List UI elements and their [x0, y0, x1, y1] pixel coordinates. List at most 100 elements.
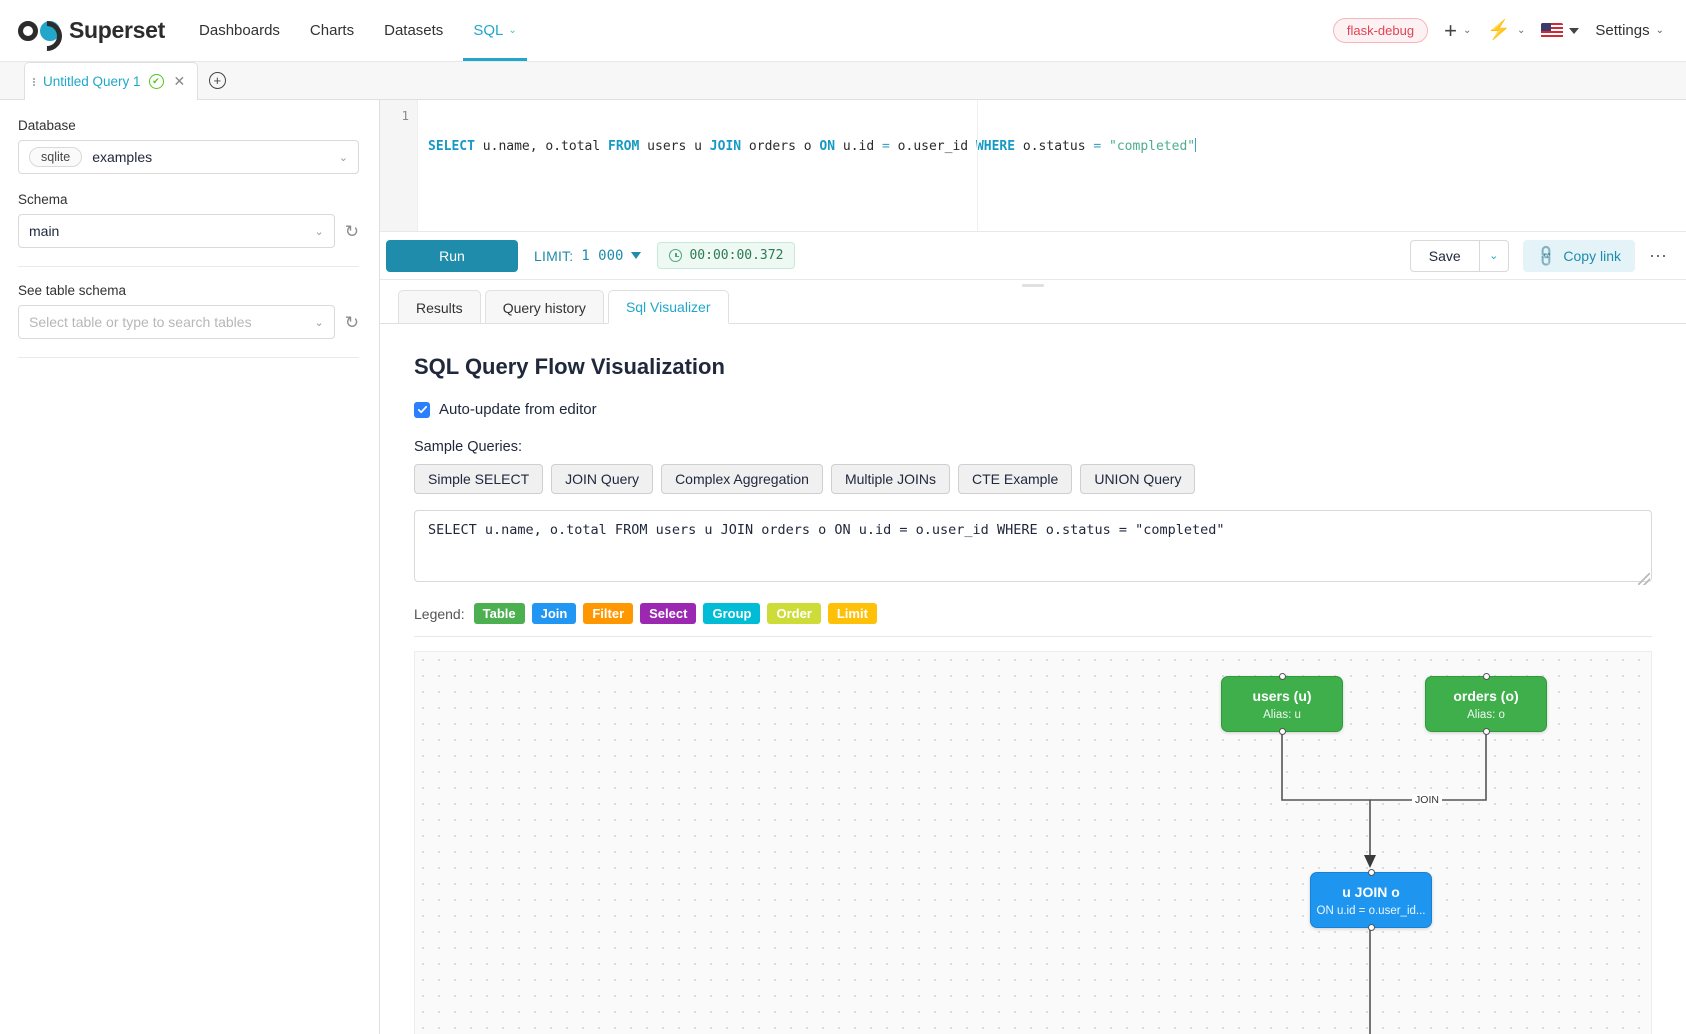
right-panel: 1 SELECT u.name, o.total FROM users u JO… [380, 100, 1686, 1034]
query-tab-untitled-query-1[interactable]: Untitled Query 1 ✔ ✕ [24, 62, 199, 100]
legend-chip-limit: Limit [827, 603, 877, 624]
query-flow-canvas[interactable]: users (u) Alias: u orders (o) Alias: o J… [414, 651, 1652, 1034]
table-schema-label: See table schema [18, 283, 127, 298]
sample-button-union-query[interactable]: UNION Query [1080, 464, 1196, 494]
refresh-tables-icon[interactable]: ↻ [344, 312, 359, 332]
tab-results[interactable]: Results [398, 290, 481, 324]
add-query-tab-button[interactable]: + [198, 61, 236, 99]
triangle-down-icon [1569, 27, 1580, 34]
nav-item-datasets[interactable]: Datasets [384, 0, 443, 61]
sql-token: JOIN [709, 139, 742, 154]
left-sidebar: Database sqlite examples ⌄ Schema main ⌄… [0, 100, 380, 1034]
save-dropdown-button[interactable]: ⌄ [1478, 239, 1509, 272]
node-title-join: u JOIN o [1342, 884, 1400, 901]
language-selector[interactable] [1541, 23, 1580, 38]
sql-token: o.user_id [889, 139, 976, 154]
sidebar-divider-2 [18, 357, 359, 358]
result-tab-bar: Results Query history Sql Visualizer [380, 290, 1686, 324]
legend-chip-filter: Filter [583, 603, 634, 624]
node-subtitle-orders: Alias: o [1467, 708, 1505, 721]
legend-row: Legend: Table Join Filter Select Group O… [414, 603, 1652, 637]
flow-node-join[interactable]: u JOIN o ON u.id = o.user_id... [1310, 869, 1432, 931]
us-flag-icon [1541, 23, 1564, 38]
top-navigation-bar: Superset Dashboards Charts Datasets SQL … [0, 0, 1686, 62]
nav-item-dashboards[interactable]: Dashboards [199, 0, 280, 61]
database-selected-value: examples [92, 149, 153, 165]
editor-code-area[interactable]: SELECT u.name, o.total FROM users u JOIN… [418, 100, 1686, 231]
close-icon[interactable]: ✕ [173, 73, 186, 89]
node-handle-bottom[interactable] [1278, 728, 1286, 735]
textarea-resize-grip-icon[interactable] [1638, 573, 1650, 585]
chevron-down-icon: ⌄ [1655, 25, 1664, 36]
chevron-down-icon: ⌄ [1517, 25, 1526, 36]
legend-chip-order: Order [767, 603, 821, 624]
sql-token: u.id [835, 139, 883, 154]
sql-token: u.name, o.total [474, 139, 609, 154]
sql-input-textarea[interactable] [414, 510, 1652, 582]
sample-button-cte-example[interactable]: CTE Example [957, 464, 1073, 494]
tab-sql-visualizer[interactable]: Sql Visualizer [607, 290, 729, 324]
database-select[interactable]: sqlite examples ⌄ [18, 140, 359, 174]
schema-select[interactable]: main ⌄ [18, 214, 335, 248]
nav-label-dashboards: Dashboards [199, 22, 280, 39]
table-select-placeholder: Select table or type to search tables [29, 314, 252, 330]
line-number: 1 [401, 108, 409, 123]
node-title-users: users (u) [1252, 688, 1312, 705]
table-select[interactable]: Select table or type to search tables ⌄ [18, 305, 335, 339]
sql-editor[interactable]: 1 SELECT u.name, o.total FROM users u JO… [380, 100, 1686, 231]
body-split: Database sqlite examples ⌄ Schema main ⌄… [0, 100, 1686, 1034]
copy-link-button[interactable]: 🔗 Copy link [1522, 239, 1635, 272]
node-handle-top[interactable] [1278, 673, 1286, 680]
flow-node-orders[interactable]: orders (o) Alias: o [1425, 673, 1547, 735]
auto-update-checkbox[interactable] [414, 401, 430, 418]
node-handle-bottom[interactable] [1367, 924, 1375, 931]
refresh-schema-icon[interactable]: ↻ [344, 221, 359, 241]
chevron-down-icon: ⌄ [338, 151, 348, 164]
auto-update-checkbox-row[interactable]: Auto-update from editor [414, 401, 1652, 418]
nav-item-sql[interactable]: SQL ⌄ [463, 0, 528, 61]
limit-dropdown[interactable]: LIMIT: 1 000 [534, 247, 642, 264]
database-label: Database [18, 118, 76, 133]
node-handle-top[interactable] [1482, 673, 1490, 680]
query-tab-strip: Untitled Query 1 ✔ ✕ + [0, 62, 1686, 100]
sample-button-simple-select[interactable]: Simple SELECT [414, 464, 544, 494]
save-button[interactable]: Save [1409, 239, 1479, 272]
limit-value: 1 000 [581, 247, 624, 264]
more-options-icon[interactable]: ⋯ [1649, 245, 1668, 266]
tab-query-history[interactable]: Query history [484, 290, 604, 324]
schema-selected-value: main [29, 223, 60, 239]
sample-button-join-query[interactable]: JOIN Query [551, 464, 654, 494]
text-caret [1195, 138, 1197, 152]
sample-button-complex-aggregation[interactable]: Complex Aggregation [661, 464, 823, 494]
sql-token: FROM [608, 139, 640, 154]
node-handle-top[interactable] [1367, 869, 1375, 876]
edge-label-join: JOIN [1412, 794, 1442, 806]
check-circle-icon: ✔ [148, 74, 164, 89]
panel-resize-handle[interactable] [380, 280, 1686, 290]
nav-item-charts[interactable]: Charts [310, 0, 354, 61]
run-button[interactable]: Run [386, 239, 518, 272]
sql-visualizer-panel: SQL Query Flow Visualization Auto-update… [380, 324, 1686, 1034]
drag-handle-icon[interactable] [33, 77, 35, 86]
limit-label: LIMIT: [534, 247, 574, 264]
sql-token: SELECT [428, 139, 475, 154]
resize-grip-icon [1022, 283, 1044, 287]
main-nav-links: Dashboards Charts Datasets SQL ⌄ [199, 0, 528, 61]
settings-menu[interactable]: Settings ⌄ [1595, 22, 1664, 39]
chevron-down-icon: ⌄ [1462, 25, 1472, 36]
sample-button-multiple-joins[interactable]: Multiple JOINs [830, 464, 950, 494]
sql-token [1101, 139, 1109, 154]
sidebar-divider [18, 266, 359, 267]
auto-update-label: Auto-update from editor [439, 401, 597, 418]
alerts-reports-button[interactable]: ⚡ ⌄ [1487, 21, 1525, 40]
legend-chip-select: Select [640, 603, 697, 624]
new-item-button[interactable]: + ⌄ [1444, 19, 1472, 42]
nav-label-sql: SQL [473, 22, 504, 39]
toolbar-right-group: Save ⌄ 🔗 Copy link ⋯ [1409, 239, 1668, 272]
brand-logo-group[interactable]: Superset [18, 17, 165, 44]
brand-name: Superset [69, 17, 166, 43]
node-handle-bottom[interactable] [1482, 728, 1490, 735]
flow-node-users[interactable]: users (u) Alias: u [1221, 673, 1343, 735]
sql-code-line: SELECT u.name, o.total FROM users u JOIN… [428, 138, 1686, 156]
sql-input-wrapper [414, 510, 1652, 587]
